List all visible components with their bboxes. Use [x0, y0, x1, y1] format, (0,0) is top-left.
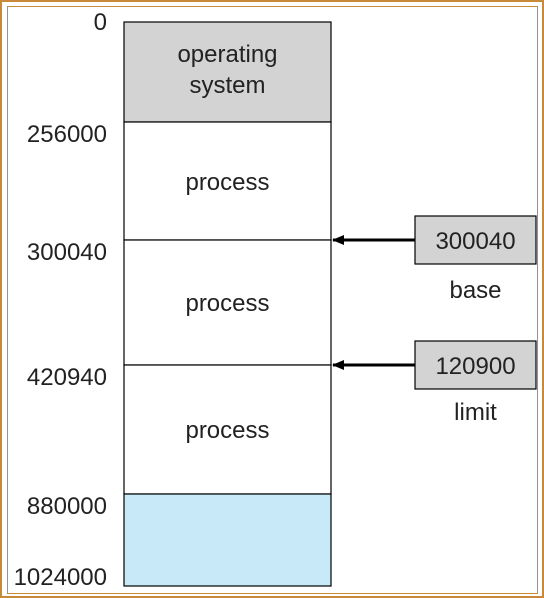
- process-label-3: process: [185, 417, 269, 444]
- process-label-2: process: [185, 290, 269, 317]
- segment-process-2: [123, 239, 332, 366]
- limit-register-value: 120900: [435, 353, 515, 380]
- address-label: 300040: [27, 239, 107, 266]
- segment-operating-system: [123, 21, 332, 123]
- os-label-line-1: operating: [177, 41, 277, 68]
- address-label: 1024000: [14, 564, 107, 591]
- segment-process-1: [123, 121, 332, 241]
- address-label: 420940: [27, 364, 107, 391]
- address-label: 256000: [27, 121, 107, 148]
- base-register-box: [414, 215, 537, 265]
- segment-labels: operating system process process process: [177, 41, 277, 444]
- base-register-caption: base: [449, 277, 501, 304]
- limit-register-box: [414, 340, 537, 390]
- address-labels: 0 256000 300040 420940 880000 1024000: [14, 9, 107, 591]
- base-register-value: 300040: [435, 228, 515, 255]
- address-label: 880000: [27, 493, 107, 520]
- limit-register-caption: limit: [454, 399, 497, 426]
- segment-free: [123, 493, 332, 587]
- memory-column: [123, 21, 332, 587]
- base-register: 300040 base: [414, 215, 537, 304]
- os-label-line-2: system: [189, 72, 265, 99]
- address-label: 0: [94, 9, 107, 36]
- limit-register: 120900 limit: [414, 340, 537, 426]
- process-label-1: process: [185, 169, 269, 196]
- figure-inner-border: [7, 6, 538, 594]
